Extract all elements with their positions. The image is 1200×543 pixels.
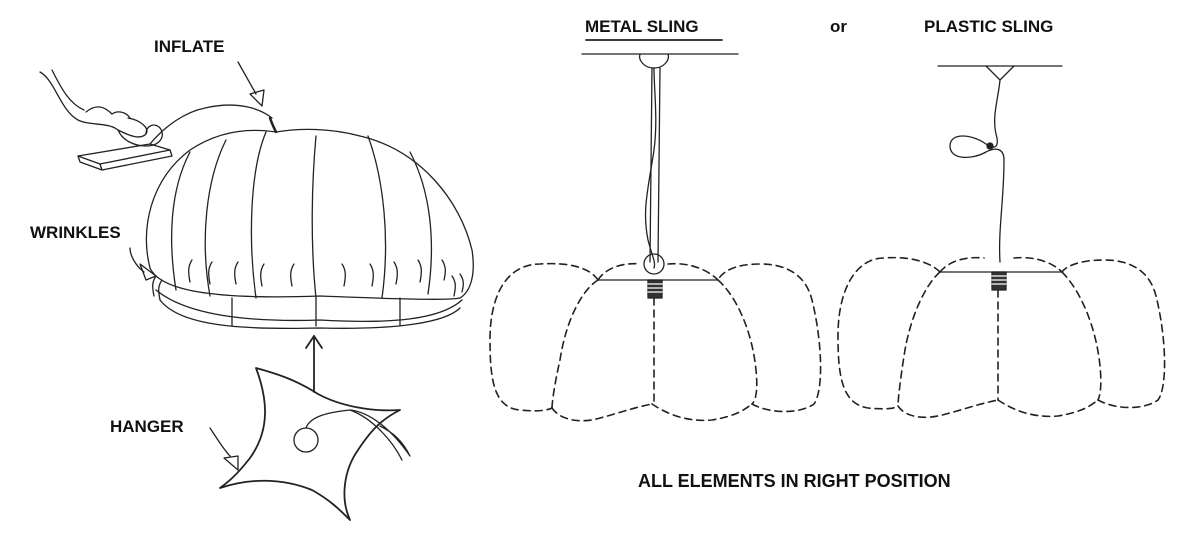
plastic-sling-socket-icon [939,271,1063,291]
plastic-sling-label: PLASTIC SLING [924,17,1053,36]
inflate-label: INFLATE [154,37,225,56]
hanger-label: HANGER [110,417,184,436]
inflate-arrow-icon [237,61,265,107]
metal-sling-lampshade-outline [489,262,822,422]
hanger-arrow-icon [209,427,239,471]
caption-text: ALL ELEMENTS IN RIGHT POSITION [638,471,951,491]
metal-sling-diagram: METAL SLING [489,17,822,422]
up-arrow-icon [305,335,323,393]
metal-sling-cable [638,53,670,275]
inflated-lampshade [145,116,474,330]
plastic-sling-lampshade-outline [837,256,1166,419]
plastic-sling-cable [949,65,1015,263]
hand-pump-icon [39,69,273,171]
metal-sling-label: METAL SLING [585,17,699,36]
inflation-illustration: INFLATE [30,37,474,521]
metal-sling-socket-icon [597,279,719,299]
wrinkles-arrow-icon [129,247,157,281]
or-label: or [830,17,847,36]
wrinkles-label: WRINKLES [30,223,121,242]
plastic-sling-diagram: PLASTIC SLING [837,17,1166,419]
hanger-icon [219,367,411,521]
